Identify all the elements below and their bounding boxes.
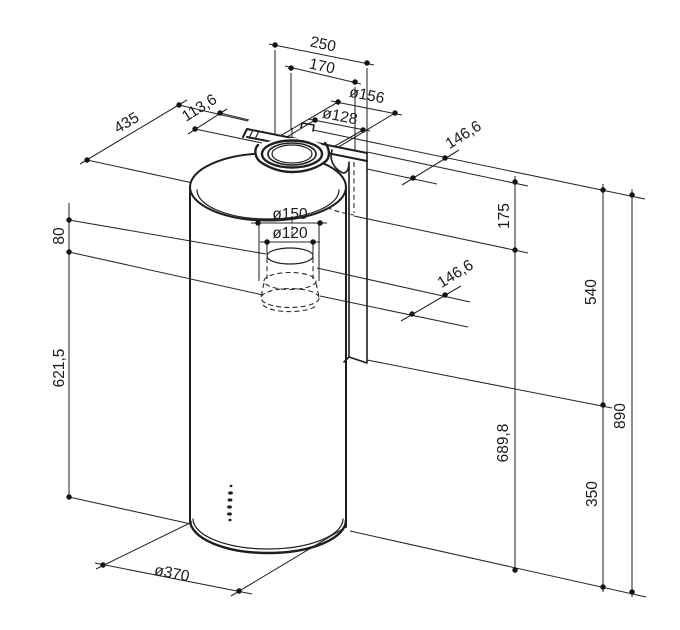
dim-label-lower-body-height: 689,8 [495,424,512,463]
dim-label-wall-section-height: 540 [583,279,600,305]
control-dot [227,512,232,516]
dim-label-duct-offset-width: 170 [308,56,337,78]
dim-label-bottom-section-height: 350 [584,481,601,507]
dim-label-top-bracket-width: 250 [309,34,338,56]
body-bottom-rim-outer [188,518,348,555]
dim-label-adapter-height: 80 [51,227,68,245]
control-dot [228,518,232,522]
body-sides [189,186,347,528]
dim-label-adapter-inner-dia: ø120 [272,225,308,242]
dimension-labels: 250 170 ø156 ø128 435 113,6 146,6 146,6 … [51,34,629,586]
dim-label-total-height: 890 [612,403,629,429]
control-dot [227,498,233,502]
mount-plate-tab [300,122,315,132]
extension-lines-top [86,50,396,184]
adapter-bottom-arc [262,304,318,313]
control-buttons [227,484,233,522]
adapter-flange-upper [263,271,317,291]
wall-bracket [330,149,368,364]
control-dot [227,505,232,509]
body-top-inner-rim [196,189,340,220]
collar-bore [271,144,313,164]
adapter-top-ellipse [266,247,314,265]
adapter-pipe-sides [266,258,314,279]
dim-label-collar-outer-dia: ø156 [348,84,386,107]
dim-label-collar-drop-height: 175 [496,203,513,229]
adapter-flange-sides [260,282,320,298]
dim-label-top-depth: 435 [111,109,142,137]
control-dot [229,484,233,488]
adapter-flange-lower [260,287,320,309]
dim-label-adapter-outer-dia: ø150 [272,206,308,223]
collar-recess-outline [254,141,331,174]
dim-label-upper-body-height: 621,5 [51,349,68,388]
extension-lines-base [95,225,347,597]
collar-outer-ring [260,139,324,169]
hood-body [188,122,368,555]
extension-lines-right [312,129,647,598]
dim-label-wall-to-duct-lower: 146,6 [435,257,477,292]
dim-label-collar-inner-dia: ø128 [321,105,359,128]
dim-label-body-diameter: ø370 [153,562,191,586]
body-bottom-rim-inner [192,518,344,550]
dim-label-front-offset-depth: 113,6 [179,91,220,125]
dim-label-wall-to-duct-upper: 146,6 [443,118,485,153]
dimension-endpoint-dots [66,42,635,595]
control-dot [228,491,233,495]
extension-lines [68,50,647,598]
mount-plate-fold-lines [248,129,260,140]
dimension-line-set [68,43,633,597]
extension-lines-left [68,219,267,525]
dimension-lines [66,42,635,597]
duct-adapter [260,247,320,313]
collar-mid-ring [267,142,317,166]
